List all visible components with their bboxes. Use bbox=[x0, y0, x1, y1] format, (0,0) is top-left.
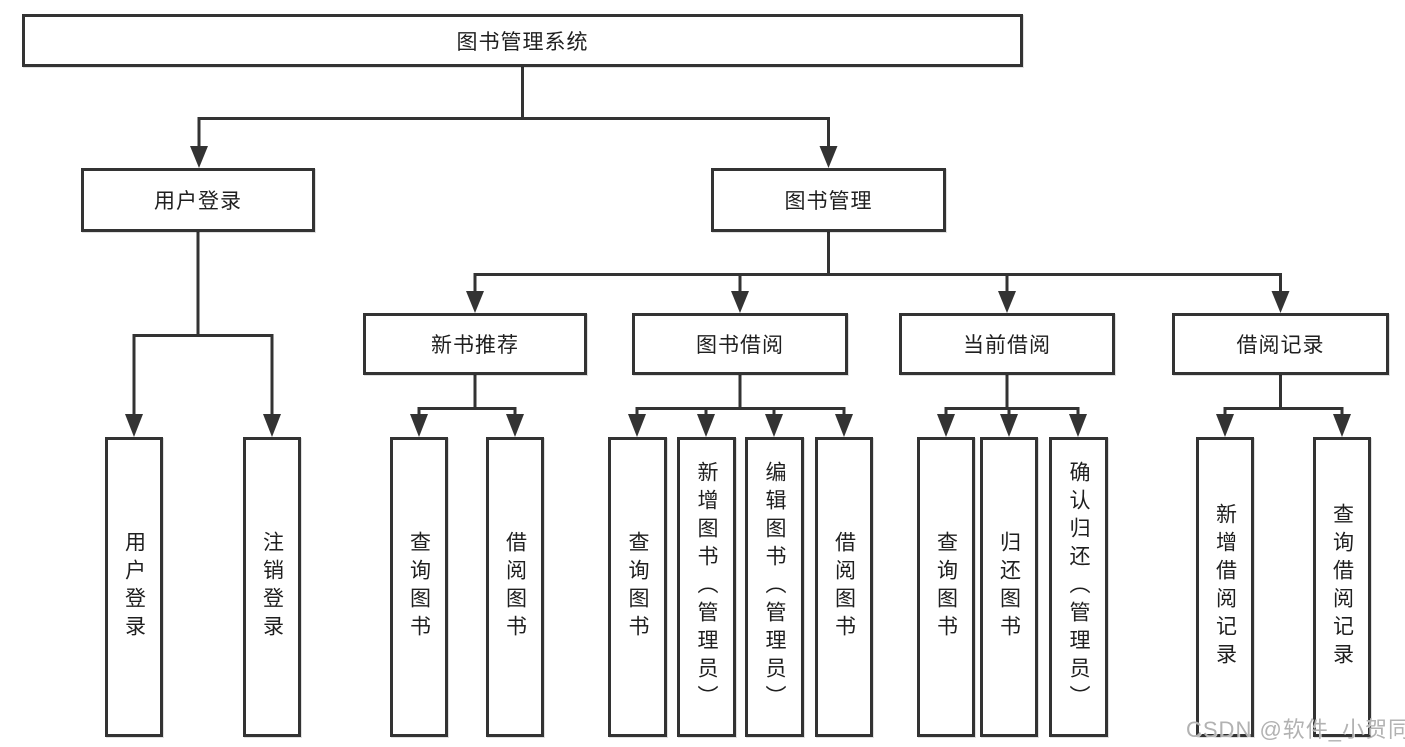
leaf-borrow-book-2: 借阅图书 bbox=[815, 437, 873, 737]
node-book-borrow: 图书借阅 bbox=[632, 313, 848, 375]
node-borrow-record-label: 借阅记录 bbox=[1236, 334, 1325, 357]
leaf-add-borrow-record-label: 新增借阅记录 bbox=[1213, 503, 1237, 671]
leaf-edit-book-admin-label: 编辑图书（管理员） bbox=[763, 461, 786, 713]
leaf-add-book-admin-label: 新增图书（管理员） bbox=[695, 461, 718, 713]
leaf-query-book-2: 查询图书 bbox=[608, 437, 667, 737]
leaf-query-book-3-label: 查询图书 bbox=[934, 531, 958, 643]
node-current-borrow-label: 当前借阅 bbox=[963, 334, 1051, 357]
csdn-watermark: CSDN @软件_小贺同学 bbox=[1186, 717, 1405, 742]
leaf-user-login: 用户登录 bbox=[105, 437, 163, 737]
node-user-login: 用户登录 bbox=[81, 168, 315, 232]
node-book-management: 图书管理 bbox=[711, 168, 946, 232]
node-root: 图书管理系统 bbox=[22, 14, 1023, 67]
leaf-add-book-admin: 新增图书（管理员） bbox=[677, 437, 736, 737]
leaf-query-book-3: 查询图书 bbox=[917, 437, 975, 737]
leaf-edit-book-admin: 编辑图书（管理员） bbox=[745, 437, 804, 737]
node-book-management-label: 图书管理 bbox=[784, 190, 873, 213]
node-current-borrow: 当前借阅 bbox=[899, 313, 1115, 375]
node-user-login-label: 用户登录 bbox=[154, 190, 242, 213]
node-borrow-record: 借阅记录 bbox=[1172, 313, 1389, 375]
leaf-query-borrow-record: 查询借阅记录 bbox=[1313, 437, 1371, 737]
leaf-logout-label: 注销登录 bbox=[260, 531, 284, 643]
leaf-confirm-return-admin: 确认归还（管理员） bbox=[1049, 437, 1108, 737]
leaf-query-book-1-label: 查询图书 bbox=[407, 531, 431, 643]
node-book-borrow-label: 图书借阅 bbox=[696, 334, 784, 357]
leaf-query-book-2-label: 查询图书 bbox=[626, 531, 649, 643]
node-new-book-recommend-label: 新书推荐 bbox=[431, 334, 519, 357]
leaf-borrow-book-1: 借阅图书 bbox=[486, 437, 544, 737]
leaf-return-book-label: 归还图书 bbox=[997, 531, 1021, 643]
leaf-borrow-book-2-label: 借阅图书 bbox=[832, 531, 856, 643]
leaf-logout: 注销登录 bbox=[243, 437, 301, 737]
arrowheads bbox=[125, 146, 1351, 437]
node-new-book-recommend: 新书推荐 bbox=[363, 313, 587, 375]
leaf-add-borrow-record: 新增借阅记录 bbox=[1196, 437, 1254, 737]
leaf-user-login-label: 用户登录 bbox=[122, 531, 146, 643]
node-root-label: 图书管理系统 bbox=[456, 30, 589, 54]
leaf-borrow-book-1-label: 借阅图书 bbox=[503, 531, 527, 643]
leaf-confirm-return-admin-label: 确认归还（管理员） bbox=[1067, 461, 1090, 713]
leaf-query-borrow-record-label: 查询借阅记录 bbox=[1330, 503, 1354, 671]
leaf-return-book: 归还图书 bbox=[980, 437, 1038, 737]
leaf-query-book-1: 查询图书 bbox=[390, 437, 448, 737]
